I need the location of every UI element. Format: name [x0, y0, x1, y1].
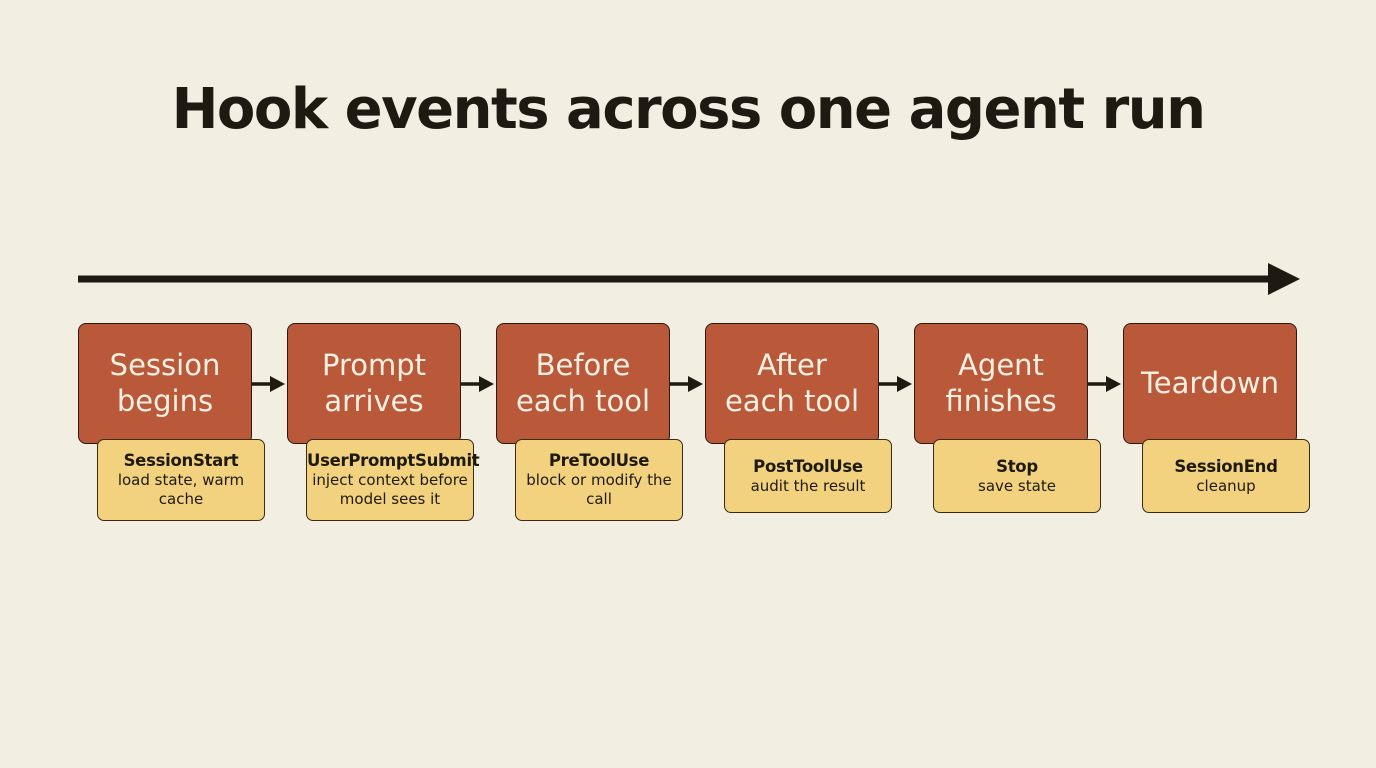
stage-label-line2: each tool — [724, 383, 860, 418]
hook-description: cleanup — [1196, 476, 1256, 495]
hook-name: UserPromptSubmit — [307, 451, 480, 470]
hook-card-pretooluse: PreToolUse block or modify the call — [515, 439, 683, 521]
hook-card-sessionstart: SessionStart load state, warm cache — [97, 439, 265, 521]
hook-card-stop: Stop save state — [933, 439, 1101, 513]
stage-label-line2: arrives — [324, 383, 424, 418]
hook-name: SessionEnd — [1174, 456, 1278, 476]
stage-prompt-arrives: Prompt arrives — [287, 323, 461, 444]
hook-description: block or modify the call — [526, 471, 672, 508]
stage-label-line2: finishes — [945, 383, 1057, 418]
connector-arrow — [1088, 376, 1121, 392]
timeline-arrow — [78, 263, 1300, 295]
stage-label-line1: Agent — [958, 347, 1044, 382]
connector-arrow — [252, 376, 285, 392]
stage-label-line1: Before — [535, 347, 631, 382]
connector-arrow — [879, 376, 912, 392]
hook-name: SessionStart — [123, 451, 239, 470]
stage-label-line1: After — [757, 347, 827, 382]
hook-card-userpromptsubmit: UserPromptSubmit inject context before m… — [306, 439, 480, 521]
hook-description: inject context before model sees it — [312, 471, 468, 508]
stage-session-begins: Session begins — [78, 323, 252, 444]
hook-description: audit the result — [750, 476, 866, 495]
stage-after-each-tool: After each tool — [705, 323, 879, 444]
stage-label-line1: Teardown — [1140, 365, 1280, 400]
hook-description: save state — [978, 476, 1056, 495]
stage-label-line2: begins — [116, 383, 214, 418]
hook-name: PreToolUse — [548, 451, 650, 470]
hook-name: Stop — [996, 456, 1038, 476]
hook-card-posttooluse: PostToolUse audit the result — [724, 439, 892, 513]
hook-card-sessionend: SessionEnd cleanup — [1142, 439, 1310, 513]
diagram-title: Hook events across one agent run — [171, 77, 1206, 142]
stage-label-line1: Prompt — [321, 347, 427, 382]
stage-label-line1: Session — [109, 347, 221, 382]
hook-name: PostToolUse — [753, 456, 863, 476]
stage-agent-finishes: Agent finishes — [914, 323, 1088, 444]
stage-label-line2: each tool — [515, 383, 651, 418]
hook-description: load state, warm cache — [117, 471, 245, 508]
stage-teardown: Teardown — [1123, 323, 1297, 444]
connector-arrow — [670, 376, 703, 392]
connector-arrow — [461, 376, 494, 392]
stage-before-each-tool: Before each tool — [496, 323, 670, 444]
